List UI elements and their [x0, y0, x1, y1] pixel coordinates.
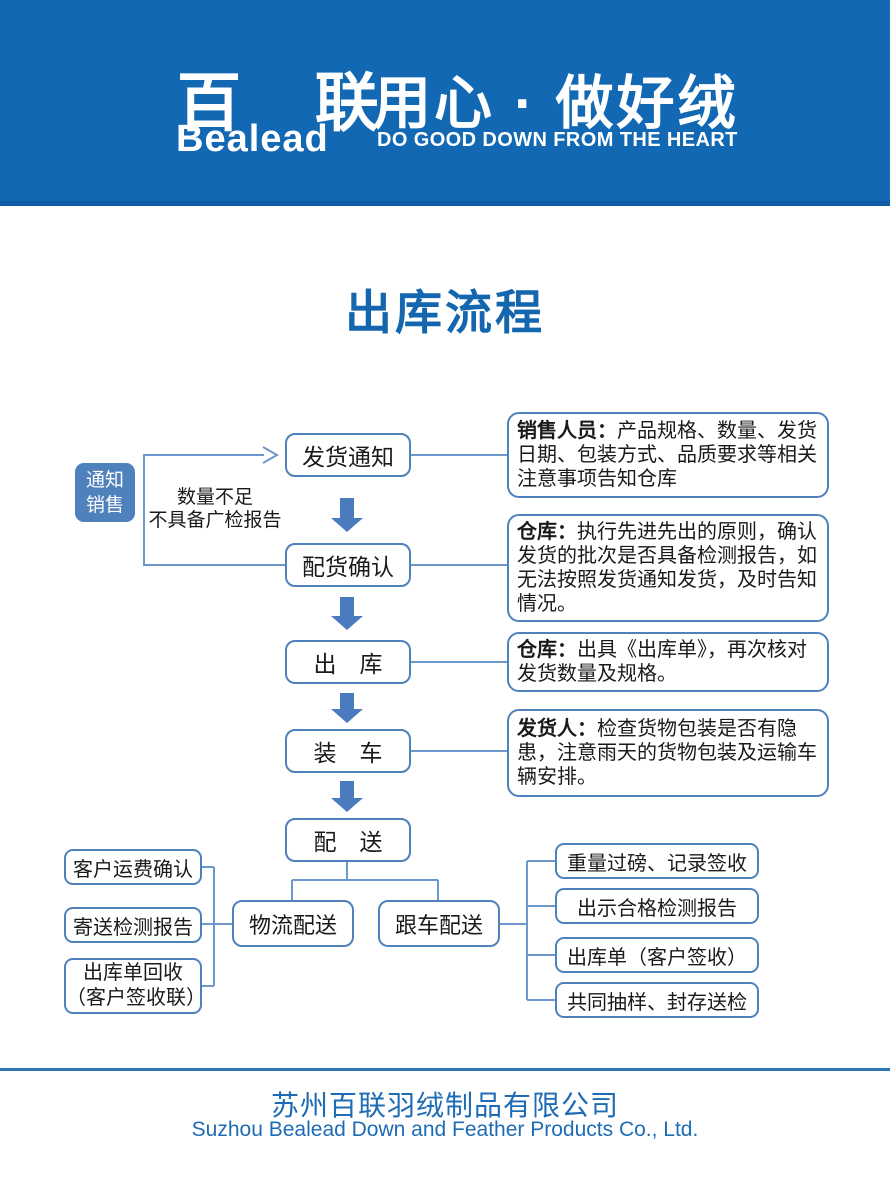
task-label: 出示合格检测报告 — [577, 897, 737, 920]
brand-slogan-cn: 用心 · 做好绒 — [373, 71, 739, 136]
brand-logo-cn: 百 联 — [177, 67, 407, 139]
footer-company-name-en: Suzhou Bealead Down and Feather Products… — [191, 1118, 699, 1141]
notify-sales-box: 通知 销售 — [75, 463, 135, 522]
flow-step-label: 装 车 — [313, 740, 383, 766]
footer-divider — [0, 1068, 890, 1071]
delivery-split-connector — [291, 862, 439, 900]
task-send-test-report: 寄送检测报告 — [64, 907, 202, 943]
delivery-method-label: 跟车配送 — [394, 912, 483, 938]
task-customer-freight-confirm: 客户运费确认 — [64, 849, 202, 885]
flow-step-delivery: 配 送 — [285, 818, 411, 862]
loop-arrowhead-icon — [262, 446, 280, 464]
annotation-warehouse-fifo: 仓库：执行先进先出的原则，确认发货的批次是否具备检测报告，如无法按照发货通知发货… — [507, 514, 829, 622]
task-label: 寄送检测报告 — [73, 916, 193, 939]
footer-company-name-cn: 苏州百联羽绒制品有限公司 — [270, 1090, 619, 1121]
task-joint-sampling-seal-test: 共同抽样、封存送检 — [555, 982, 759, 1018]
flow-arrow-down-icon — [331, 597, 363, 630]
notify-sales-line2: 销售 — [85, 494, 124, 516]
annotation-warehouse-outbound-slip: 仓库：出具《出库单》，再次核对发货数量及规格。 — [507, 632, 829, 692]
logistics-bracket-connector — [202, 866, 232, 987]
brand-logo-en: Bealead — [176, 118, 329, 160]
loop-connector — [143, 454, 285, 566]
annotation-sales-staff: 销售人员：产品规格、数量、发货日期、包装方式、品质要求等相关注意事项告知仓库 — [507, 412, 829, 498]
task-label-line1: 出库单回收 — [83, 962, 183, 984]
task-label: 客户运费确认 — [73, 858, 193, 881]
task-label: 共同抽样、封存送检 — [567, 991, 747, 1014]
task-weighing-record-sign: 重量过磅、记录签收 — [555, 843, 759, 879]
annotation-text: 出具《出库单》，再次核对发货数量及规格。 — [517, 639, 807, 685]
flow-arrow-down-icon — [331, 498, 363, 532]
task-show-qualified-test-report: 出示合格检测报告 — [555, 888, 759, 924]
annotation-text: 执行先进先出的原则，确认发货的批次是否具备检测报告，如无法按照发货通知发货，及时… — [517, 521, 817, 615]
task-outbound-slip-recycle: 出库单回收 （客户签收联） — [64, 958, 206, 1014]
flow-step-label: 出 库 — [313, 651, 383, 677]
flow-step-shipping-notice: 发货通知 — [285, 433, 411, 477]
brand-slogan-en: DO GOOD DOWN FROM THE HEART — [377, 129, 738, 151]
flow-step-label: 配 送 — [313, 829, 383, 855]
flow-arrow-down-icon — [331, 693, 363, 723]
delivery-method-logistics: 物流配送 — [232, 900, 354, 947]
task-label: 重量过磅、记录签收 — [567, 852, 747, 875]
annotation-prefix: 仓库： — [517, 521, 577, 543]
flow-step-label: 发货通知 — [302, 444, 394, 470]
header-band: 百 联 Bealead 用心 · 做好绒 DO GOOD DOWN FROM T… — [0, 0, 890, 206]
flow-step-outbound: 出 库 — [285, 640, 411, 684]
loop-condition-label: 数量不足 不具备广检报告 — [140, 486, 290, 532]
annotation-prefix: 销售人员： — [517, 420, 617, 442]
notify-sales-line1: 通知 — [85, 469, 124, 491]
annotation-connectors — [411, 454, 507, 752]
annotation-text: 产品规格、数量、发货日期、包装方式、品质要求等相关注意事项告知仓库 — [517, 420, 817, 490]
loop-condition-line1: 数量不足 — [176, 487, 253, 508]
task-label: 出库单（客户签收） — [567, 946, 747, 969]
truck-bracket-connector — [500, 860, 555, 1001]
task-label-line2: （客户签收联） — [66, 987, 206, 1009]
flow-step-label: 配货确认 — [302, 554, 394, 580]
annotation-prefix: 发货人： — [517, 718, 597, 740]
delivery-method-label: 物流配送 — [248, 912, 337, 938]
annotation-text: 检查货物包装是否有隐患，注意雨天的货物包装及运输车辆安排。 — [517, 718, 817, 788]
flow-arrow-down-icon — [331, 781, 363, 812]
loop-condition-line2: 不具备广检报告 — [148, 510, 282, 531]
annotation-shipper: 发货人：检查货物包装是否有隐患，注意雨天的货物包装及运输车辆安排。 — [507, 709, 829, 797]
delivery-method-truck-follow: 跟车配送 — [378, 900, 500, 947]
annotation-prefix: 仓库： — [517, 639, 577, 661]
page-title: 出库流程 — [345, 286, 545, 339]
flow-step-allocation-confirm: 配货确认 — [285, 543, 411, 587]
task-outbound-slip-customer-sign: 出库单（客户签收） — [555, 937, 759, 973]
flow-step-loading: 装 车 — [285, 729, 411, 773]
